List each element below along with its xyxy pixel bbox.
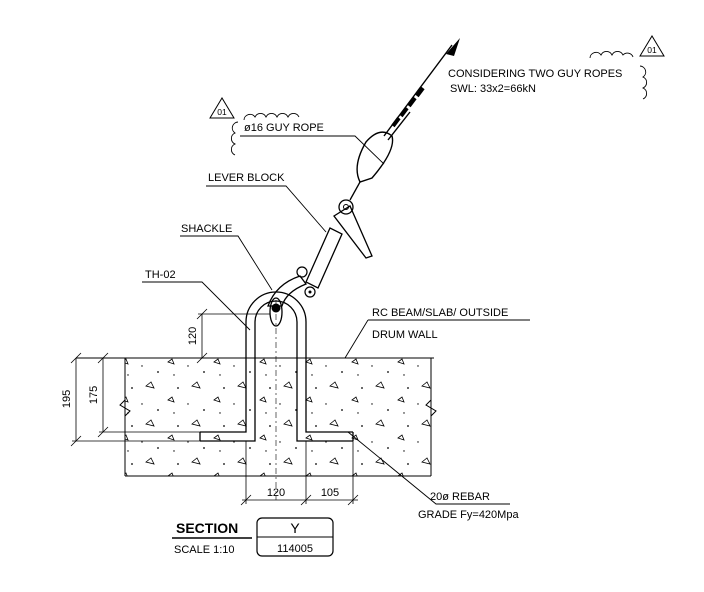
revision-triangle-right xyxy=(639,35,665,57)
label-shackle: SHACKLE xyxy=(181,223,232,235)
dim-projection: 120 xyxy=(187,327,199,345)
dim-total-depth: 195 xyxy=(61,390,73,408)
label-rebar-line-2: GRADE Fy=420Mpa xyxy=(418,509,519,521)
dim-loop-width: 120 xyxy=(267,487,285,499)
section-scale: SCALE 1:10 xyxy=(174,544,235,556)
note-line-2: SWL: 33x2=66kN xyxy=(450,83,536,95)
guy-rope xyxy=(349,38,460,201)
revision-mark-right: 01 xyxy=(647,45,657,55)
label-structure-line-1: RC BEAM/SLAB/ OUTSIDE xyxy=(372,307,508,319)
revision-cloud-right xyxy=(589,51,647,100)
shackle xyxy=(267,266,316,327)
section-ref: 114005 xyxy=(277,543,313,555)
revision-cloud-left xyxy=(231,113,300,156)
label-guy-rope: ø16 GUY ROPE xyxy=(244,122,324,134)
lever-block xyxy=(305,199,373,289)
revision-triangle-left xyxy=(209,97,235,119)
section-title-block: SECTION SCALE 1:10 Y 114005 xyxy=(172,517,334,557)
dim-embedment: 175 xyxy=(88,386,100,404)
concrete-slab xyxy=(76,357,437,477)
label-anchor-tag: TH-02 xyxy=(145,269,176,281)
revision-mark-left: 01 xyxy=(217,107,227,117)
dim-hook-length: 105 xyxy=(321,487,339,499)
section-title: SECTION xyxy=(176,520,238,536)
label-structure-line-2: DRUM WALL xyxy=(372,329,438,341)
dimension-lines xyxy=(70,308,359,506)
label-rebar-line-1: 20ø REBAR xyxy=(430,491,490,503)
section-id: Y xyxy=(290,520,300,536)
note-line-1: CONSIDERING TWO GUY ROPES xyxy=(448,68,622,80)
label-lever-block: LEVER BLOCK xyxy=(208,172,285,184)
